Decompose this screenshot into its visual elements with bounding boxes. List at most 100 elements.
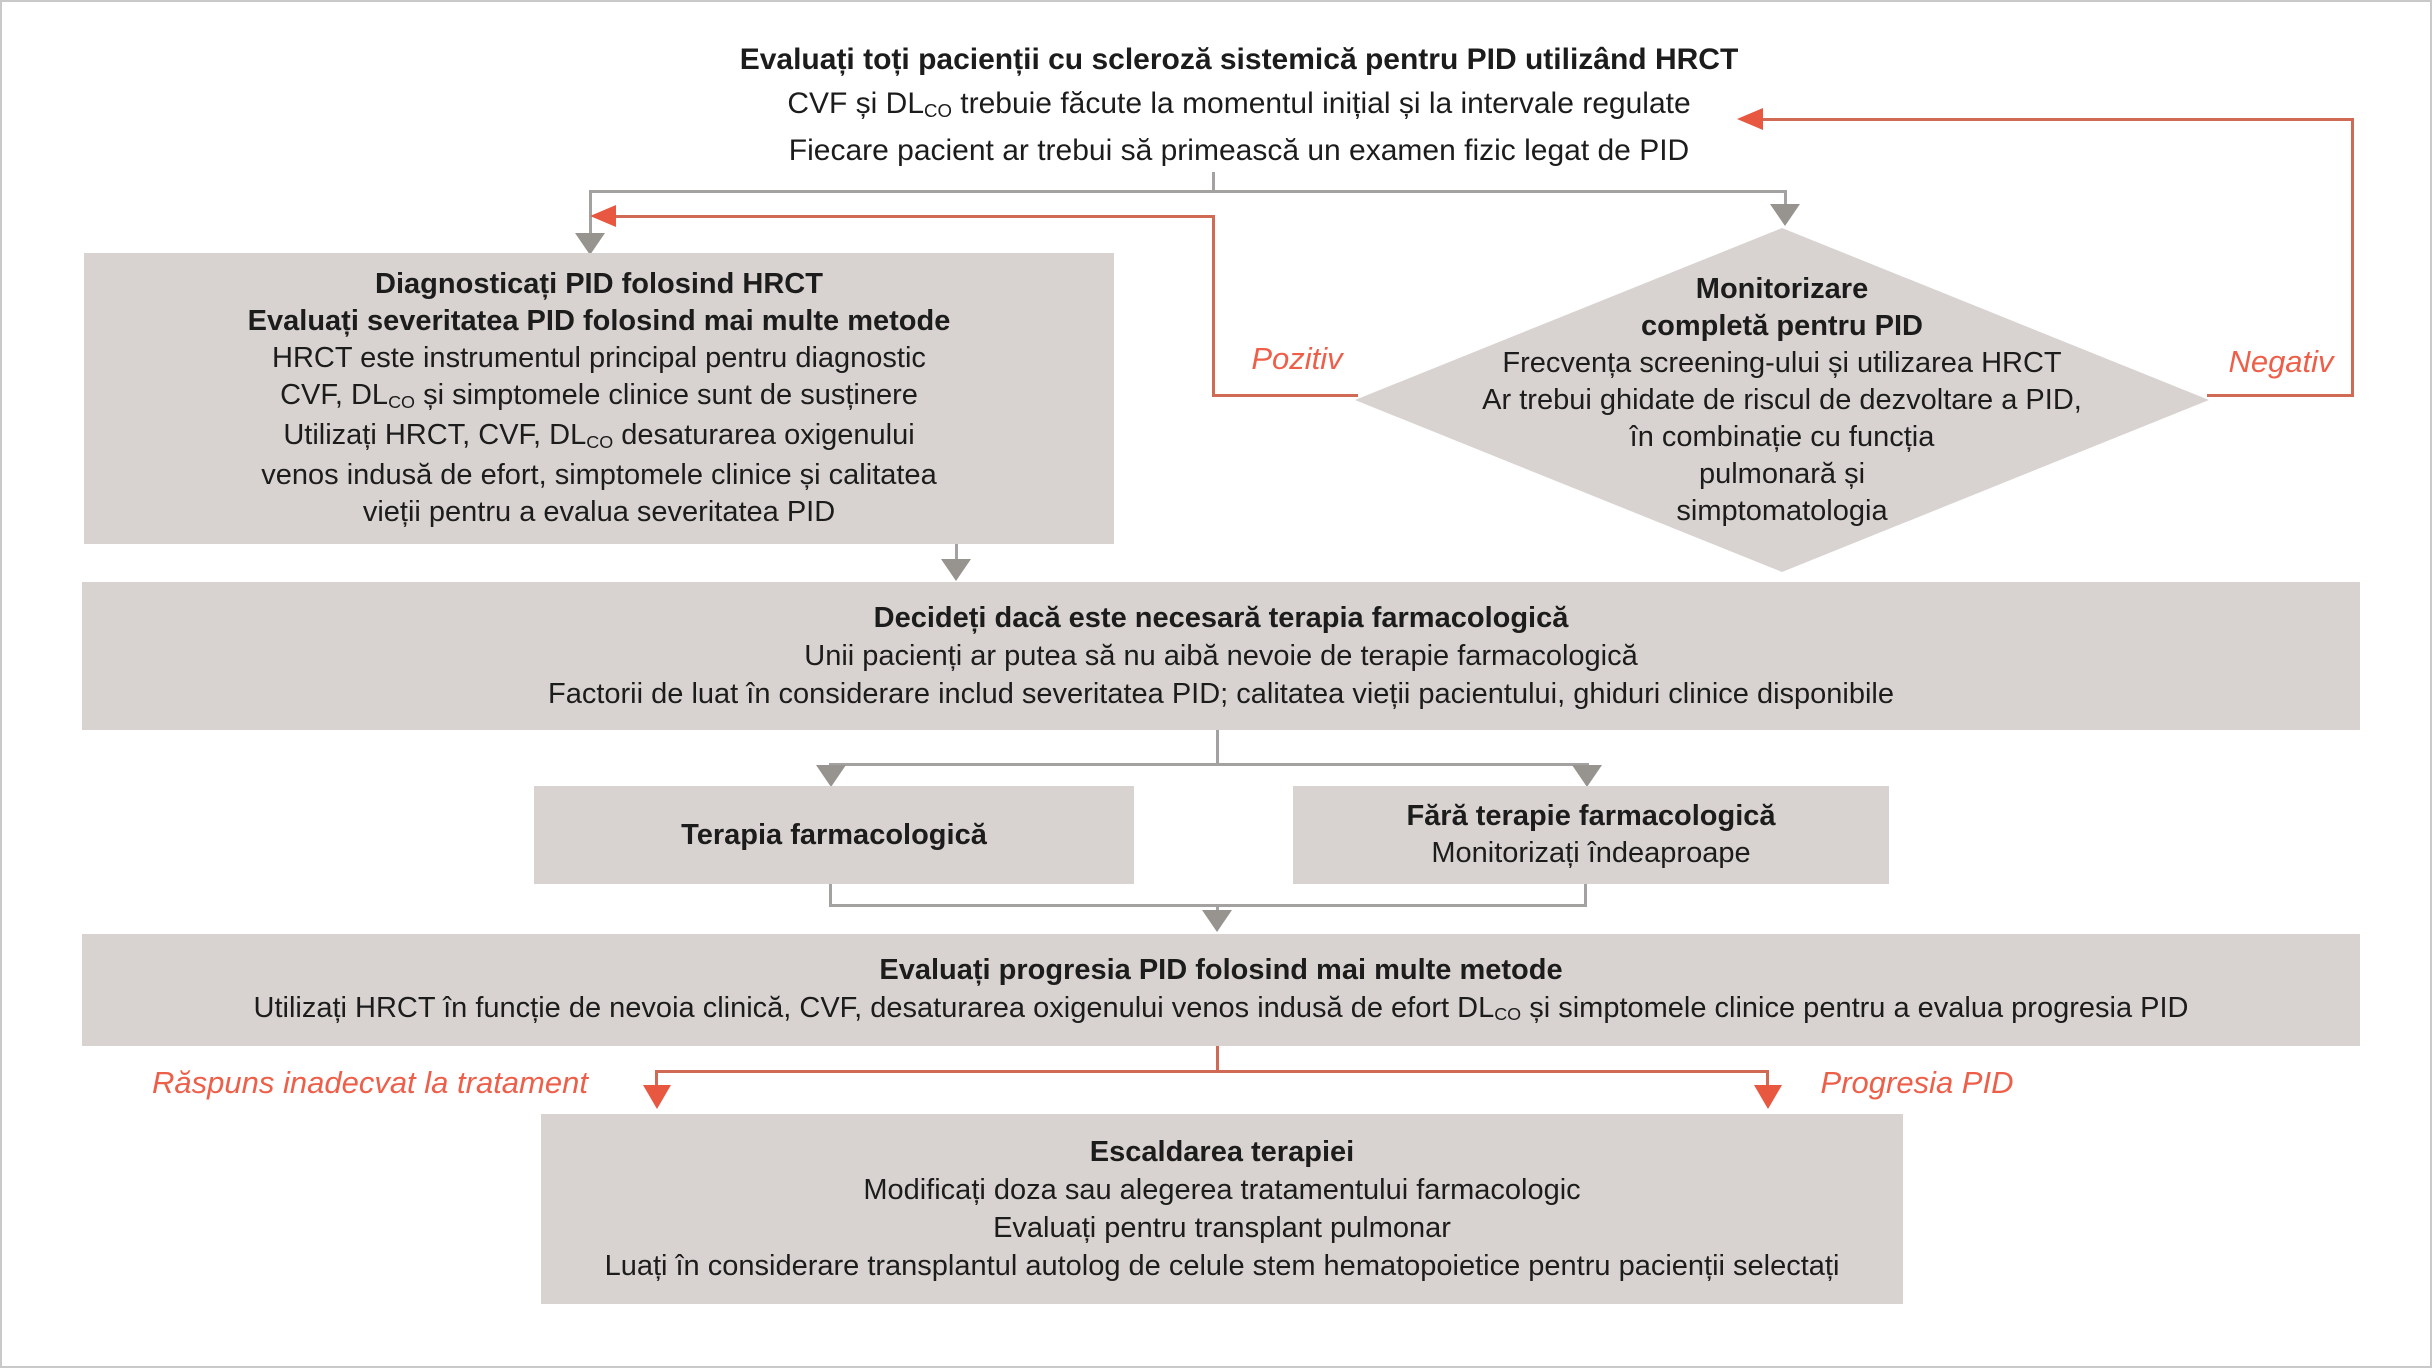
connector-line [1216, 904, 1219, 912]
text-segment: Modificați doza sau alegerea tratamentul… [863, 1174, 1581, 1206]
text-line: în combinație cu funcția [1355, 419, 2209, 456]
arrow-down-icon [575, 233, 605, 255]
text-line: Fără terapie farmacologică [1293, 798, 1889, 835]
inadequate-response-label: Răspuns inadecvat la tratament [152, 1065, 588, 1100]
arrow-left-icon [590, 205, 616, 227]
text-segment: Diagnosticați PID folosind HRCT [375, 268, 823, 300]
arrow-down-icon [816, 765, 846, 787]
arrow-down-icon [1572, 765, 1602, 787]
connector-line-negative [2207, 394, 2354, 397]
text-segment: Evaluați pentru transplant pulmonar [993, 1212, 1451, 1244]
connector-line [589, 190, 1787, 193]
text-segment: HRCT este instrumentul principal pentru … [272, 342, 926, 374]
text-line: CVF, DLCO și simptomele clinice sunt de … [84, 377, 1114, 417]
text-segment: CVF, DL [280, 379, 389, 411]
text-line: Ar trebui ghidate de riscul de dezvoltar… [1355, 382, 2209, 419]
text-line: Monitorizați îndeaproape [1293, 835, 1889, 872]
text-line: simptomatologia [1355, 493, 2209, 530]
arrow-down-icon [941, 559, 971, 581]
text-segment: Monitorizare [1695, 272, 1869, 305]
text-segment: Escaldarea terapiei [1089, 1136, 1355, 1168]
subscript-text: CO [1494, 1004, 1522, 1025]
connector-line-escalate [1216, 1046, 1219, 1073]
text-segment: și simptomele clinice sunt de susținere [415, 379, 918, 411]
connector-line [1784, 190, 1787, 205]
text-line: Modificați doza sau alegerea tratamentul… [541, 1171, 1903, 1209]
text-segment: în combinație cu funcția [1629, 420, 1935, 453]
negativ-label: Negativ [2228, 344, 2334, 379]
text-line: Decideți dacă este necesară terapia farm… [82, 599, 2360, 637]
text-segment: Evaluați toți pacienții cu scleroză sist… [739, 43, 1739, 76]
text-segment: Fiecare pacient ar trebui să primească u… [788, 134, 1690, 167]
text-segment: Fără terapie farmacologică [1406, 800, 1776, 832]
text-line: Utilizați HRCT în funcție de nevoia clin… [82, 989, 2360, 1030]
text-segment: simptomatologia [1676, 494, 1888, 527]
therapy-box: Terapia farmacologică [534, 786, 1134, 884]
connector-line-negative [2351, 118, 2354, 397]
text-segment: Evaluați severitatea PID folosind mai mu… [247, 305, 951, 337]
title-block: Evaluați toți pacienții cu scleroză sist… [499, 38, 1979, 173]
connector-line [955, 544, 958, 561]
connector-line-positive [1212, 394, 1358, 397]
text-segment: CVF și DL [787, 87, 925, 120]
text-line: completă pentru PID [1355, 308, 2209, 345]
progress-box: Evaluați progresia PID folosind mai mult… [82, 934, 2360, 1046]
progression-label: Progresia PID [1820, 1065, 2014, 1100]
text-line: HRCT este instrumentul principal pentru … [84, 340, 1114, 377]
connector-line [1216, 730, 1219, 766]
pozitiv-label: Pozitiv [1251, 341, 1343, 376]
decide-box: Decideți dacă este necesară terapia farm… [82, 582, 2360, 730]
text-segment: Frecvența screening-ului și utilizarea H… [1502, 346, 2062, 379]
arrow-left-icon [1737, 108, 1763, 130]
text-segment: pulmonară și [1698, 457, 1866, 490]
connector-line-escalate [655, 1070, 658, 1087]
text-line: Escaldarea terapiei [541, 1133, 1903, 1171]
text-segment: Ar trebui ghidate de riscul de dezvoltar… [1482, 383, 2082, 416]
connector-line-escalate [1766, 1070, 1769, 1087]
connector-line-positive [1212, 215, 1215, 397]
text-segment: Utilizați HRCT în funcție de nevoia clin… [253, 991, 1495, 1024]
text-segment: Luați în considerare transplantul autolo… [604, 1250, 1840, 1282]
text-line: Diagnosticați PID folosind HRCT [84, 266, 1114, 303]
subscript-text: CO [586, 431, 614, 452]
text-line: CVF și DLCO trebuie făcute la momentul i… [499, 82, 1979, 129]
text-line: Monitorizare [1355, 271, 2209, 308]
subscript-text: CO [924, 100, 952, 122]
text-line: Evaluați progresia PID folosind mai mult… [82, 951, 2360, 989]
arrow-down-icon [1770, 204, 1800, 226]
connector-line [1212, 172, 1215, 192]
connector-line-positive [614, 215, 1214, 218]
arrow-down-icon [1754, 1085, 1782, 1109]
text-line: Factorii de luat în considerare includ s… [82, 675, 2360, 713]
text-segment: desaturarea oxigenului [613, 419, 915, 451]
arrow-down-icon [643, 1085, 671, 1109]
text-line: venos indusă de efort, simptomele clinic… [84, 457, 1114, 494]
text-line: Evaluați pentru transplant pulmonar [541, 1209, 1903, 1247]
connector-line [829, 763, 1589, 766]
text-segment: Unii pacienți ar putea să nu aibă nevoie… [804, 640, 1638, 672]
text-segment: Decideți dacă este necesară terapia farm… [873, 602, 1569, 634]
arrow-down-icon [1202, 910, 1232, 932]
text-segment: completă pentru PID [1641, 309, 1923, 342]
text-line: Utilizați HRCT, CVF, DLCO desaturarea ox… [84, 417, 1114, 457]
text-line: Evaluați toți pacienții cu scleroză sist… [499, 38, 1979, 82]
text-segment: Monitorizați îndeaproape [1431, 837, 1751, 869]
text-segment: vieții pentru a evalua severitatea PID [362, 496, 836, 528]
text-line: Fiecare pacient ar trebui să primească u… [499, 129, 1979, 173]
text-line: Terapia farmacologică [534, 817, 1134, 854]
text-line: Frecvența screening-ului și utilizarea H… [1355, 345, 2209, 382]
text-line: Luați în considerare transplantul autolo… [541, 1247, 1903, 1285]
text-line: vieții pentru a evalua severitatea PID [84, 494, 1114, 531]
text-segment: trebuie făcute la momentul inițial și la… [951, 87, 1691, 120]
text-segment: Utilizați HRCT, CVF, DL [283, 419, 587, 451]
text-line: Evaluați severitatea PID folosind mai mu… [84, 303, 1114, 340]
text-segment: venos indusă de efort, simptomele clinic… [261, 459, 937, 491]
connector-line-escalate [655, 1070, 1769, 1073]
connector-line [1584, 884, 1587, 907]
connector-line [829, 884, 832, 907]
subscript-text: CO [388, 391, 416, 412]
text-segment: Terapia farmacologică [681, 818, 987, 851]
diagnose-box: Diagnosticați PID folosind HRCT Evaluați … [84, 253, 1114, 544]
